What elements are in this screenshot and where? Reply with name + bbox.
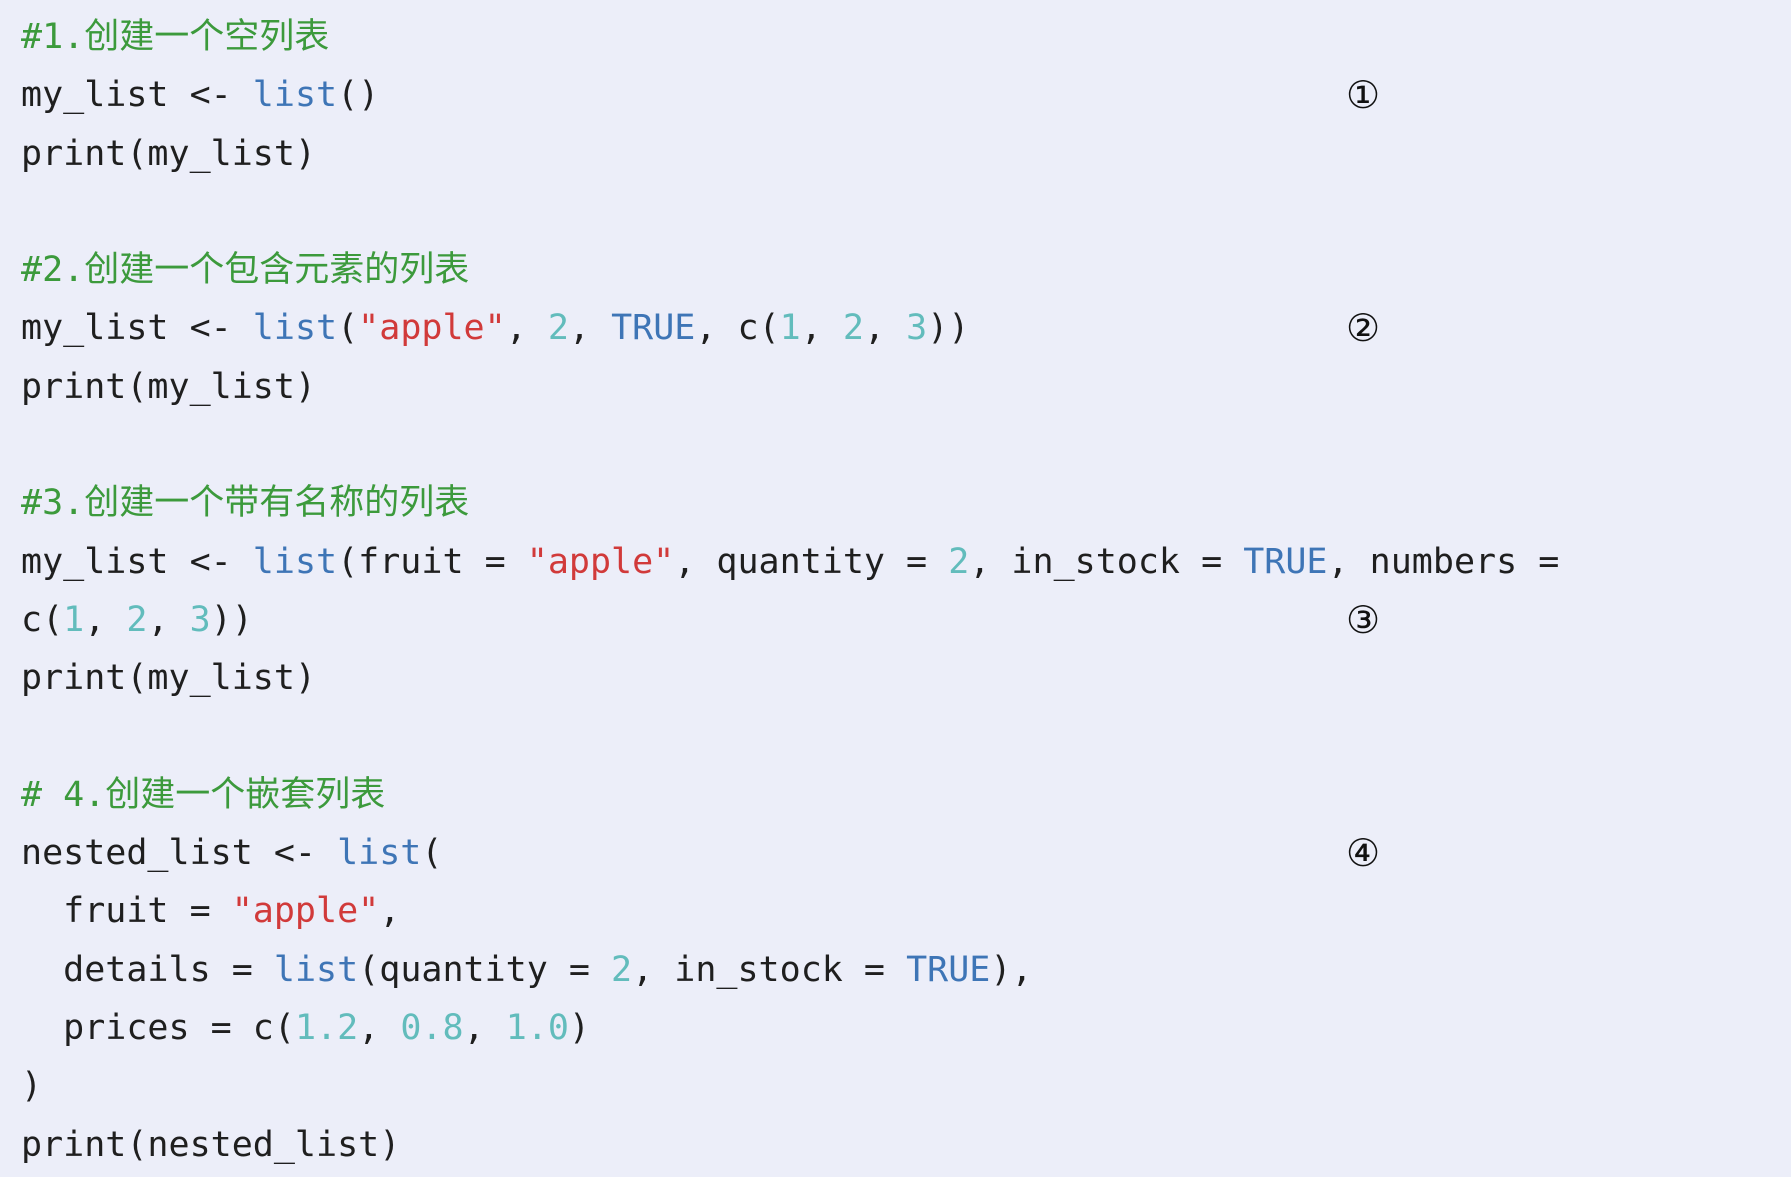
- number-literal: 2: [547, 308, 569, 349]
- comment-prefix: #1.: [21, 17, 85, 57]
- code-text: (: [337, 308, 359, 349]
- code-line: print(my_list): [21, 649, 1791, 707]
- code-text: ,: [84, 599, 127, 640]
- code-text: , numbers =: [1327, 541, 1560, 582]
- code-text: (): [337, 75, 380, 116]
- function-name: list: [273, 949, 359, 990]
- code-text: my_list <-: [21, 308, 253, 349]
- comment-line-1: #1.创建一个空列表: [21, 8, 1791, 66]
- code-text: ,: [568, 308, 612, 349]
- number-literal: 0.8: [400, 1008, 464, 1049]
- code-text: , quantity =: [674, 541, 949, 582]
- boolean-literal: TRUE: [1243, 541, 1328, 582]
- blank-line: [21, 183, 1791, 241]
- code-text: print(my_list): [21, 133, 317, 174]
- string-literal: "apple": [358, 308, 506, 349]
- code-line: nested_list <- list( ④: [21, 824, 1791, 882]
- string-literal: "apple": [526, 541, 675, 582]
- code-text: ,: [463, 1008, 506, 1049]
- code-text: nested_list <-: [21, 833, 338, 874]
- step-marker-3: ③: [1345, 597, 1381, 642]
- code-line: prices = c(1.2, 0.8, 1.0): [21, 999, 1791, 1057]
- comment-text: 创建一个嵌套列表: [105, 774, 386, 815]
- blank-line: [21, 416, 1791, 474]
- code-text: my_list <-: [21, 75, 253, 116]
- code-line: details = list(quantity = 2, in_stock = …: [21, 941, 1791, 999]
- number-literal: 3: [906, 308, 928, 349]
- number-literal: 1.0: [505, 1008, 569, 1049]
- code-text: ): [568, 1008, 590, 1049]
- comment-prefix: # 4.: [21, 774, 106, 815]
- code-text: , in_stock =: [632, 949, 907, 990]
- blank-line: [21, 708, 1791, 766]
- number-literal: 2: [126, 599, 148, 640]
- function-name: list: [252, 75, 338, 116]
- code-text: ,: [863, 308, 907, 349]
- step-marker-1: ①: [1345, 73, 1381, 118]
- code-line: ): [21, 1057, 1791, 1115]
- code-text: my_list <-: [21, 541, 253, 582]
- comment-text: 创建一个包含元素的列表: [84, 250, 470, 291]
- comment-line-4: # 4.创建一个嵌套列表: [21, 766, 1791, 824]
- code-text: details =: [21, 949, 274, 990]
- code-text: , in_stock =: [969, 541, 1244, 582]
- code-text: (fruit =: [337, 541, 527, 582]
- code-text: ): [21, 1066, 43, 1107]
- string-literal: "apple": [231, 891, 380, 932]
- number-literal: 2: [842, 308, 864, 349]
- comment-prefix: #2.: [21, 250, 85, 291]
- code-text: print(nested_list): [21, 1124, 401, 1165]
- boolean-literal: TRUE: [611, 308, 696, 349]
- code-text: (: [421, 833, 443, 874]
- comment-text: 创建一个带有名称的列表: [84, 483, 470, 524]
- number-literal: 2: [948, 541, 970, 582]
- code-line: print(my_list): [21, 125, 1791, 183]
- comment-line-2: #2.创建一个包含元素的列表: [21, 241, 1791, 299]
- function-name: list: [337, 833, 422, 874]
- code-text: ,: [147, 599, 190, 640]
- code-text: (quantity =: [358, 949, 612, 990]
- code-text: prices = c(: [21, 1008, 295, 1049]
- step-marker-4: ④: [1345, 831, 1381, 876]
- function-name: list: [252, 308, 338, 349]
- code-text: c(: [21, 599, 64, 640]
- code-text: ,: [358, 1008, 401, 1049]
- code-text: ),: [990, 949, 1033, 990]
- comment-text: 创建一个空列表: [84, 17, 330, 57]
- code-text: print(my_list): [21, 366, 317, 407]
- code-text: fruit =: [21, 891, 232, 932]
- comment-prefix: #3.: [21, 483, 85, 524]
- number-literal: 1: [779, 308, 801, 349]
- code-line: my_list <- list() ①: [21, 66, 1791, 124]
- code-text: , c(: [695, 308, 780, 349]
- code-text: ,: [800, 308, 843, 349]
- number-literal: 2: [611, 949, 633, 990]
- function-name: list: [252, 541, 338, 582]
- code-line: fruit = "apple",: [21, 882, 1791, 940]
- code-line: print(my_list): [21, 358, 1791, 416]
- number-literal: 1.2: [294, 1008, 359, 1049]
- code-line: c(1, 2, 3)) ③: [21, 591, 1791, 649]
- number-literal: 3: [189, 599, 211, 640]
- code-text: ,: [379, 891, 401, 932]
- code-text: print(my_list): [21, 658, 317, 699]
- comment-line-3: #3.创建一个带有名称的列表: [21, 474, 1791, 532]
- code-text: )): [927, 308, 970, 349]
- code-line: my_list <- list(fruit = "apple", quantit…: [21, 533, 1791, 591]
- code-text: ,: [505, 308, 548, 349]
- step-marker-2: ②: [1345, 306, 1381, 351]
- code-line: print(nested_list): [21, 1116, 1791, 1174]
- boolean-literal: TRUE: [906, 949, 991, 990]
- code-text: )): [210, 599, 253, 640]
- number-literal: 1: [63, 599, 85, 640]
- code-line: my_list <- list("apple", 2, TRUE, c(1, 2…: [21, 299, 1791, 357]
